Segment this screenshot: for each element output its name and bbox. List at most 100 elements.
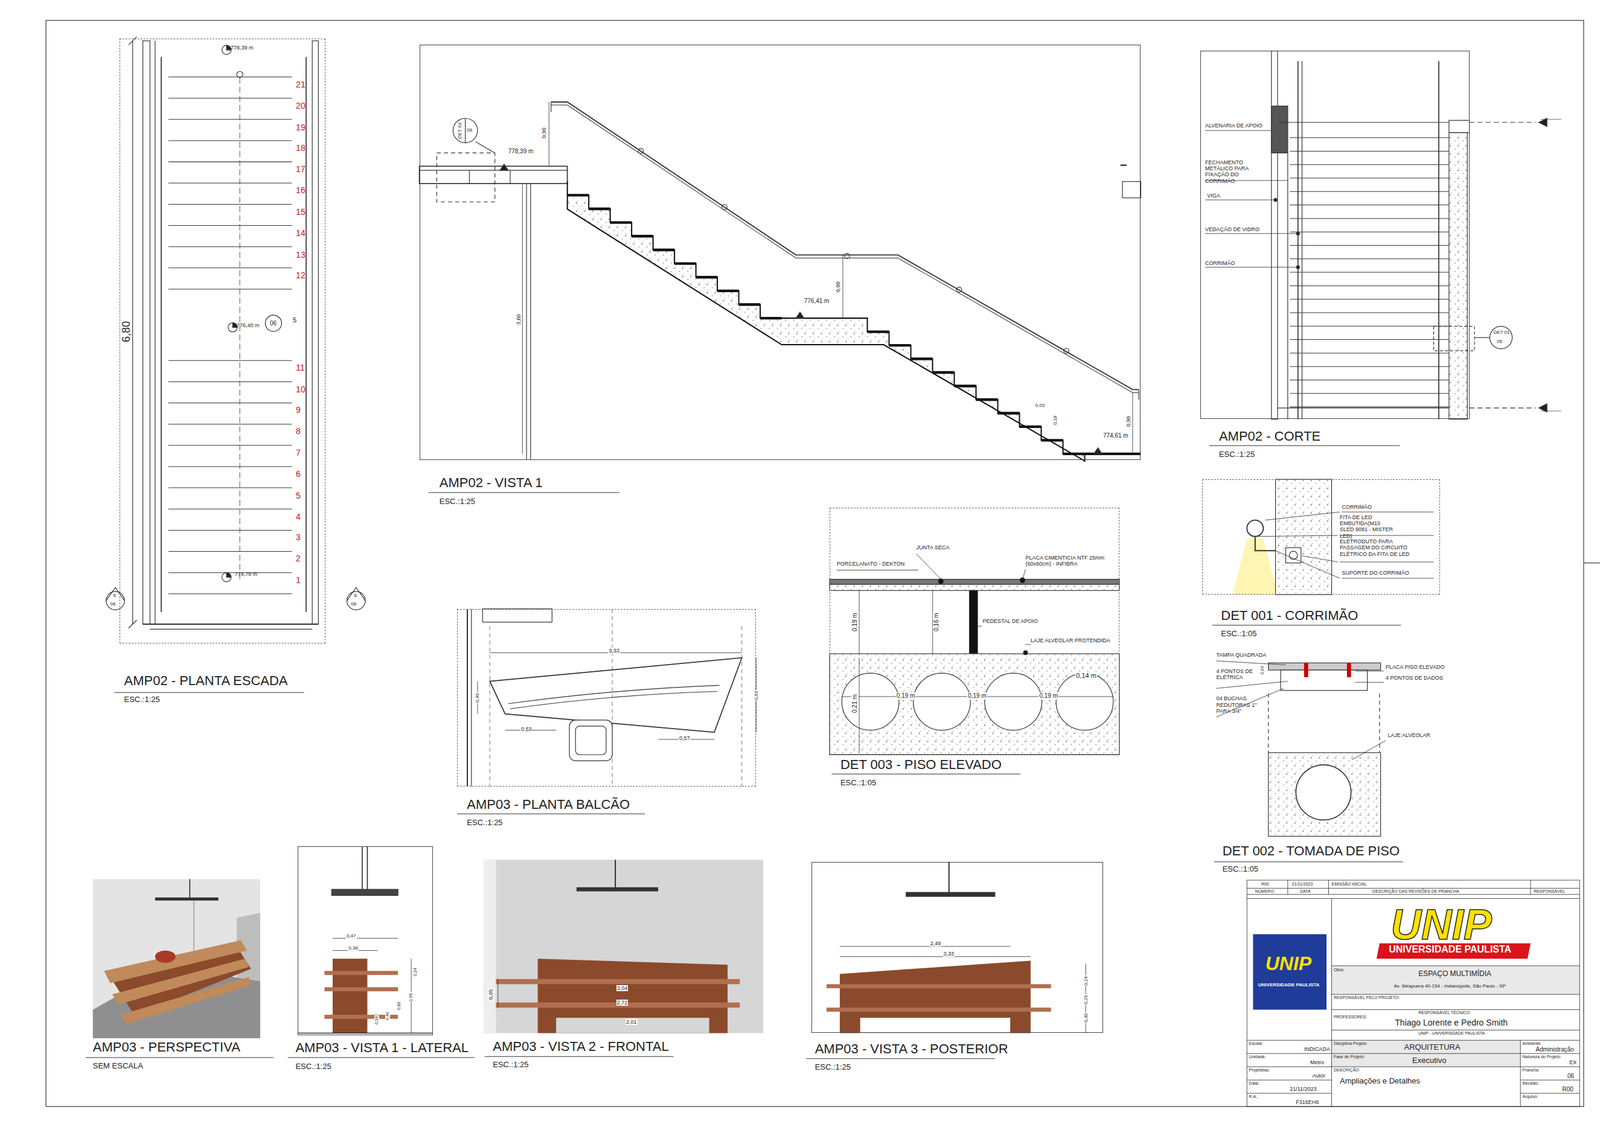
step-number: 2 [295, 553, 301, 564]
field-label: RESPONSÁVEL PELO PROJETO: [1333, 995, 1400, 1001]
view-frame: AMP02 - VISTA 1ESC.:1:25 [419, 44, 1142, 461]
dimension-label: 0,04 [1260, 665, 1265, 676]
field-label: Arquivo: [1522, 1094, 1539, 1100]
callout-text: 4 PONTOS DE ELÉTRICA [1216, 668, 1258, 682]
field-value: UNIP - UNIVERSIDADE PAULISTA [1418, 1031, 1485, 1037]
stair-flight [567, 181, 1085, 462]
stair-section [1205, 50, 1562, 420]
view-title: AMP03 - PERSPECTIVA [92, 1040, 241, 1055]
dimension-label: 3,60 [515, 313, 522, 326]
step-number: 6 [295, 469, 301, 479]
callout-text: LAJE ALVEOLAR [1387, 732, 1430, 739]
field-label: Ambiente: [1522, 1041, 1543, 1047]
stair-tread [168, 118, 292, 120]
dimension-label: 0,38 [347, 945, 359, 951]
counter-perspective [92, 879, 261, 1039]
floor-outlet-detail [1216, 661, 1387, 837]
step-number: 13 [295, 249, 306, 260]
dimension-label: 3,33 [943, 950, 956, 957]
stair-tread [1289, 379, 1450, 381]
step-number: 8 [295, 426, 301, 436]
stair-tread [168, 487, 292, 489]
callout-text: FECHAMENTO METÁLICO PARA FIXAÇÃO DO CORR… [1205, 159, 1269, 185]
view-title: AMP02 - VISTA 1 [439, 475, 543, 491]
field-value: Ampliações e Detalhes [1339, 1077, 1421, 1087]
table-header: DATA [1299, 889, 1311, 895]
stair-tread [1289, 177, 1450, 179]
stair-tread [1289, 326, 1450, 327]
stair-tread [674, 262, 696, 265]
scale-label: ESC.:1:25 [1219, 450, 1255, 459]
field-label: DESCRIÇÃO: [1333, 1068, 1361, 1073]
scale-label: ESC.:1:05 [1220, 629, 1257, 639]
title-block [1246, 880, 1580, 1107]
dimension-label: 0,95 [487, 988, 494, 1002]
view-title: DET 001 - CORRIMÃO [1220, 608, 1358, 624]
field-value: Thiago Lorente e Pedro Smith [1394, 1017, 1508, 1028]
view-marker: 06 [466, 127, 473, 133]
dimension-label: 2,49 [929, 940, 942, 947]
step-number: 1 [295, 575, 301, 586]
dimension-label: 0,18 [1052, 415, 1058, 427]
field-value: 06 [1567, 1072, 1575, 1081]
callout-text: SUPORTE DO CORRIMÃO [1341, 569, 1409, 576]
level-label: 776,41 m [804, 297, 830, 305]
stair-tread [954, 384, 977, 388]
dimension-label: 3,33 [608, 647, 621, 654]
step-number: 7 [295, 448, 301, 458]
dimension-label: 0,19 m [851, 612, 859, 633]
table-cell: 21/11/2023 [1292, 882, 1314, 887]
stair-tread [1289, 258, 1450, 260]
dimension-label: 0,24 [1083, 976, 1089, 988]
stair-tread [739, 303, 761, 306]
dimension-label: 0,19 m [896, 692, 916, 700]
field-label: Escala: [1249, 1041, 1264, 1047]
stair-tread [1289, 272, 1450, 273]
stair-tread [168, 204, 292, 205]
view-marker: 06 [269, 320, 277, 328]
field-value: F316EH6 [1295, 1099, 1319, 1106]
callout-text: CORRIMÃO [1341, 504, 1372, 511]
handrail-detail [1232, 479, 1434, 595]
stair-tread [168, 402, 292, 404]
callout-text: PLACA PISO ELEVADO [1385, 664, 1445, 671]
dimension-label: 0,34 [374, 1015, 380, 1026]
dimension-label: 0,14 m [1075, 672, 1098, 680]
callout-text: CORRIMÃO [1205, 260, 1236, 267]
dimension-label: 0,16 m [932, 612, 941, 633]
stair-tread [998, 411, 1020, 415]
counter-rear-view [826, 862, 1086, 1034]
stair-tread [1289, 245, 1450, 246]
step-number: 17 [295, 164, 306, 174]
step-number: 15 [295, 207, 306, 217]
step-number: 5 [295, 490, 301, 501]
view-title: AMP02 - PLANTA ESCADA [123, 673, 288, 689]
view-title: DET 003 - PISO ELEVADO [840, 757, 1002, 773]
stair-tread [588, 207, 610, 211]
stair-tread [567, 193, 589, 197]
step-number: 14 [295, 228, 306, 238]
dimension-label: 0,90 [1125, 415, 1132, 428]
dimension-label: 0,53 [520, 726, 533, 733]
callout-text: LAJE ALVEOLAR PROTENDIDA [1030, 637, 1111, 644]
callout-text: ALVENARIA DE APOIO [1205, 122, 1263, 129]
level-label: 774,61 m [1103, 432, 1129, 440]
step-number: 19 [295, 122, 306, 133]
view-frame: AMP03 - VISTA 1 - LATERALESC.:1:25 [297, 846, 433, 1036]
stair-tread [610, 220, 632, 224]
field-value: Autor [1312, 1072, 1326, 1079]
view-frame: DET 003 - PISO ELEVADOESC.:1:05 [829, 507, 1120, 755]
stair-tread [867, 330, 890, 333]
stair-tread [1019, 425, 1042, 429]
view-title: AMP03 - VISTA 3 - POSTERIOR [815, 1042, 1009, 1057]
section-marker: 06 [110, 601, 116, 607]
scale-label: ESC.:1:25 [295, 1062, 331, 1072]
stair-tread [168, 508, 292, 510]
dimension-label: 0,25 [1083, 994, 1089, 1006]
logo-text: UNIVERSIDADE PAULISTA [1388, 944, 1512, 956]
dimension-label: 0,90 [835, 280, 842, 293]
dimension-label: 0,90 [540, 126, 548, 139]
stair-tread [168, 140, 292, 141]
view-marker: 06 [1496, 338, 1503, 345]
stair-tread [1289, 150, 1450, 152]
